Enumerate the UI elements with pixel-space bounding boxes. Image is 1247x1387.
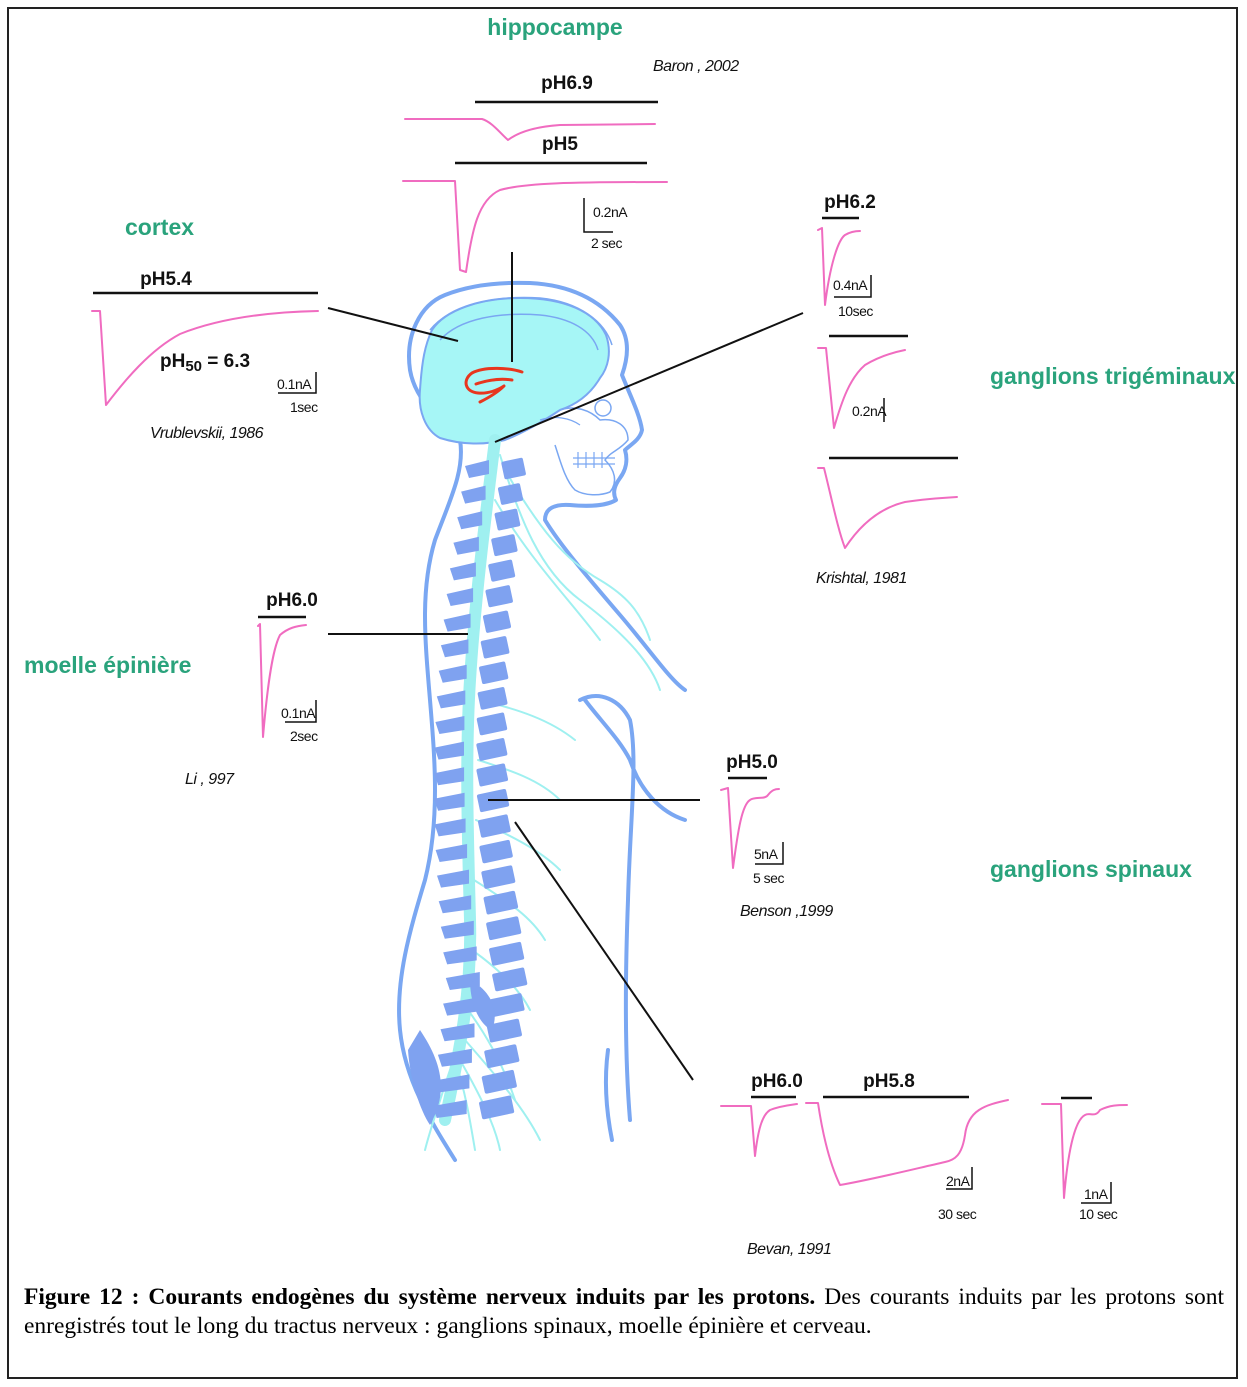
current-trace <box>818 228 860 305</box>
cortex-recording: pH5.4 pH50 = 6.3 0.1nA 1sec Vrublevskii,… <box>92 269 318 442</box>
reference-benson: Benson ,1999 <box>740 903 833 920</box>
region-label-ganglions-spinaux: ganglions spinaux <box>990 856 1192 882</box>
bevan-recordings: pH6.0 pH5.8 2nA 30 sec 1nA 10 sec Bevan,… <box>721 1071 1127 1258</box>
vertebra-body <box>486 916 522 940</box>
vertebra-process <box>435 716 464 734</box>
figure-caption: Figure 12 : Courants endogènes du systèm… <box>24 1283 1224 1341</box>
reference-bevan: Bevan, 1991 <box>747 1241 831 1258</box>
scale-time: 1sec <box>290 399 318 415</box>
ph-label-hip-5: pH5 <box>542 134 578 155</box>
ph-label-hip-6-9: pH6.9 <box>541 73 593 94</box>
vertebra-process <box>441 639 469 657</box>
current-trace <box>818 468 957 548</box>
trigeminal-recordings: pH6.2 0.4nA 10sec 0.2nA Krishtal, 1981 <box>816 192 958 587</box>
scale-time: 2sec <box>290 728 318 744</box>
vertebra-process <box>444 614 471 632</box>
vertebra-body <box>483 610 512 633</box>
vertebra-process <box>450 562 476 580</box>
scale-amplitude: 0.1nA <box>277 376 312 392</box>
caption-title: Figure 12 : Courants endogènes du systèm… <box>24 1284 815 1310</box>
vertebra-process <box>434 793 465 811</box>
ph50-label: pH50 = 6.3 <box>160 351 250 375</box>
human-body-illustration <box>399 283 685 1160</box>
vertebra-process <box>443 998 477 1016</box>
vertebra-body <box>479 661 509 684</box>
scale-amplitude: 0.4nA <box>833 277 868 293</box>
vertebra-body <box>479 1095 515 1119</box>
moelle-recording: pH6.0 0.1nA 2sec Li , 997 <box>185 590 318 788</box>
reference-vrublevskii: Vrublevskii, 1986 <box>150 425 264 442</box>
region-label-moelle-epiniere: moelle épinière <box>24 652 191 678</box>
scale-time: 30 sec <box>938 1206 977 1222</box>
vertebra-body <box>483 891 518 915</box>
scale-amplitude: 5nA <box>754 846 779 862</box>
vertebra-process <box>435 818 466 836</box>
scale-amplitude: 0.2nA <box>593 204 628 220</box>
vertebra-body <box>481 865 516 889</box>
region-label-hippocampe: hippocampe <box>487 14 622 40</box>
vertebra-body <box>488 559 516 582</box>
vertebra-process <box>437 690 466 708</box>
vertebra-body <box>476 738 508 762</box>
vertebra-body <box>491 534 518 557</box>
vertebra-process <box>447 588 474 606</box>
current-trace <box>405 119 655 140</box>
vertebra-body <box>485 585 513 608</box>
vertebra-process <box>439 665 467 683</box>
hip-outline <box>606 1050 612 1140</box>
vertebra-process <box>453 537 479 555</box>
current-trace <box>403 181 667 272</box>
current-trace <box>806 1100 1008 1185</box>
arm-outline <box>580 696 685 1120</box>
vertebra-process <box>436 844 468 862</box>
scale-amplitude: 1nA <box>1084 1186 1109 1202</box>
current-trace <box>721 1104 797 1156</box>
region-label-cortex: cortex <box>125 214 194 240</box>
spinal-ganglion-recording: pH5.0 5nA 5 sec Benson ,1999 <box>721 752 833 920</box>
scale-time: 10sec <box>838 303 873 319</box>
reference-baron: Baron , 2002 <box>653 58 739 75</box>
scale-amplitude: 0.1nA <box>281 705 316 721</box>
vertebra-body <box>476 712 507 735</box>
vertebra-body <box>480 636 509 659</box>
vertebra-body <box>494 508 520 530</box>
hippocampe-recordings: pH6.9 pH5 0.2nA 2 sec Baron , 2002 <box>403 58 739 272</box>
ph-label-trig-6-2: pH6.2 <box>824 192 876 213</box>
reference-krishtal: Krishtal, 1981 <box>816 570 907 587</box>
vertebra-process <box>435 742 465 760</box>
ph-label-bevan-5-8: pH5.8 <box>863 1071 915 1092</box>
vertebra-body <box>501 457 526 479</box>
scale-amplitude: 0.2nA <box>852 403 887 419</box>
vertebra-body <box>484 1044 520 1068</box>
scale-time: 2 sec <box>591 235 622 251</box>
vertebra-body <box>479 840 513 864</box>
ph-label-cortex-5-4: pH5.4 <box>140 269 192 290</box>
vertebra-body <box>476 763 508 787</box>
ph-label-spinal-5-0: pH5.0 <box>726 752 778 773</box>
scale-amplitude: 2nA <box>946 1173 971 1189</box>
ph-label-bevan-6-0: pH6.0 <box>751 1071 803 1092</box>
scale-time: 10 sec <box>1079 1206 1118 1222</box>
vertebra-process <box>434 767 464 785</box>
region-label-ganglions-trigeminaux: ganglions trigéminaux <box>990 363 1236 389</box>
vertebra-body <box>489 942 525 966</box>
current-trace <box>1042 1104 1127 1198</box>
scale-time: 5 sec <box>753 870 784 886</box>
vertebra-body <box>498 483 524 505</box>
reference-li: Li , 997 <box>185 771 235 788</box>
ph-label-moelle-6-0: pH6.0 <box>266 590 318 611</box>
